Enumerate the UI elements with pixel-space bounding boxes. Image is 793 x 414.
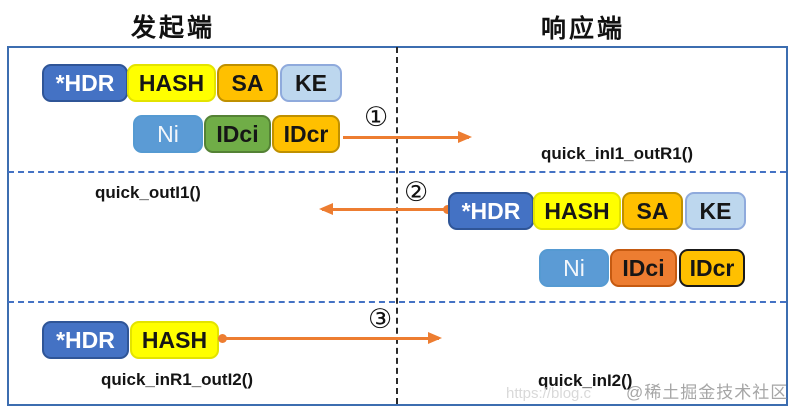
initiator-header: 发起端 — [130, 13, 215, 42]
function-quick-inr1-outi2: quick_inR1_outI2() — [101, 370, 254, 389]
arrow-line — [322, 208, 447, 211]
payload-sa: SA — [622, 192, 683, 230]
responder-header: 响应端 — [540, 14, 625, 43]
payload-hdr: *HDR — [448, 192, 534, 230]
payload-hash: HASH — [130, 321, 219, 359]
center-lane-line — [396, 47, 398, 404]
payload-hash: HASH — [533, 192, 621, 230]
section-divider-1 — [8, 171, 786, 173]
payload-idcr: IDcr — [679, 249, 745, 287]
arrow-line — [223, 337, 439, 340]
payload-idcr: IDcr — [272, 115, 340, 153]
step2-badge: ② — [404, 177, 429, 208]
payload-hdr: *HDR — [42, 321, 129, 359]
payload-ke: KE — [280, 64, 342, 102]
arrowhead-left-icon — [319, 203, 333, 215]
arrow-step1-right — [341, 131, 472, 144]
function-quick-ini1-outr1: quick_inI1_outR1() — [541, 144, 694, 163]
arrowhead-right-icon — [458, 131, 472, 143]
arrow-step2-left — [319, 203, 452, 216]
payload-ni: Ni — [539, 249, 609, 287]
payload-idci: IDci — [204, 115, 271, 153]
watermark-url: https://blog.c — [506, 385, 592, 402]
arrow-tail-dot — [443, 205, 452, 214]
payload-ni: Ni — [133, 115, 203, 153]
section-divider-2 — [8, 301, 786, 303]
payload-idci: IDci — [610, 249, 677, 287]
arrow-line — [343, 136, 469, 139]
arrow-tail-dot — [218, 334, 227, 343]
step3-badge: ③ — [368, 304, 393, 335]
payload-ke: KE — [685, 192, 746, 230]
function-quick-outi1: quick_outI1() — [95, 183, 201, 202]
payload-sa: SA — [217, 64, 278, 102]
payload-hash: HASH — [127, 64, 216, 102]
arrow-step3-right — [218, 332, 442, 345]
function-quick-ini2: quick_inI2() — [538, 371, 633, 390]
step1-badge: ① — [364, 102, 389, 133]
watermark-community: @稀土掘金技术社区 — [626, 383, 789, 402]
arrowhead-right-icon — [428, 332, 442, 344]
payload-hdr: *HDR — [42, 64, 128, 102]
